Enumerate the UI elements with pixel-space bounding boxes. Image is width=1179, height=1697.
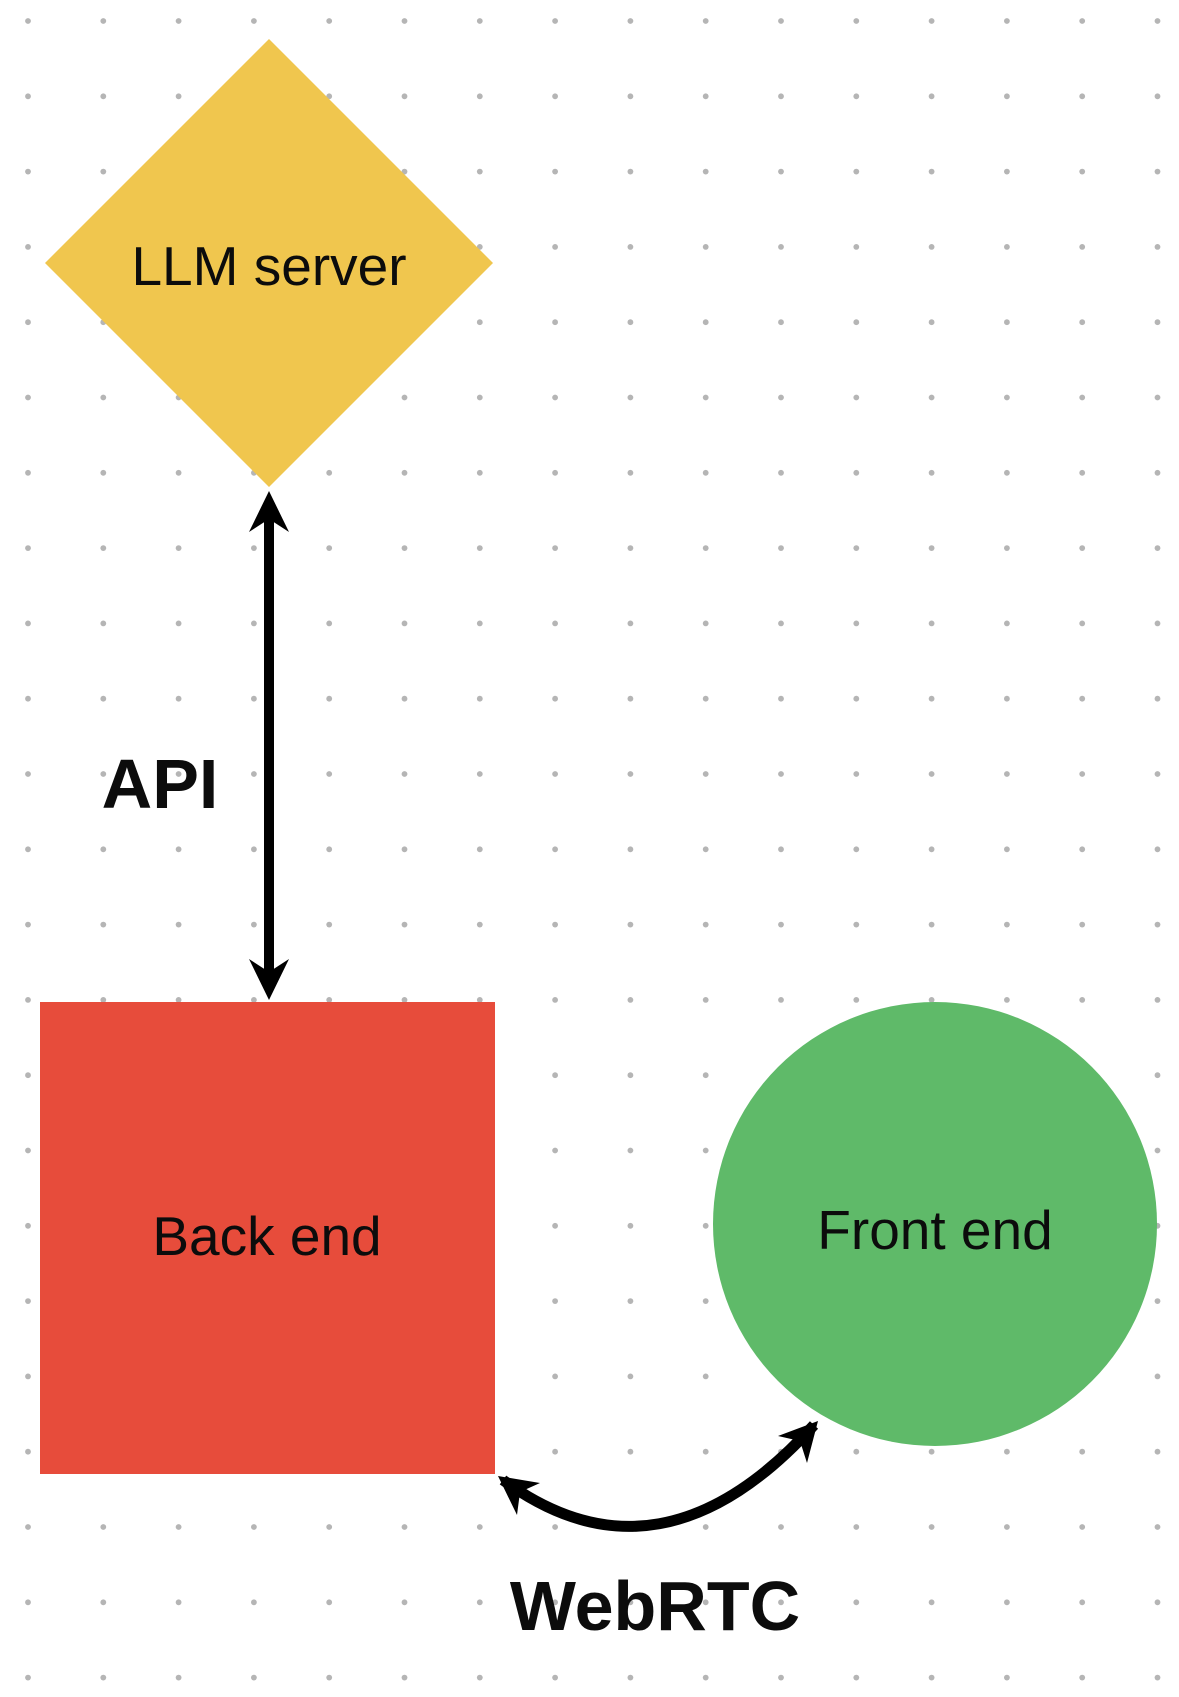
square-shape[interactable] — [40, 1002, 495, 1474]
webrtc-arrowhead-right-icon — [778, 1421, 818, 1463]
api-label[interactable]: API — [102, 745, 219, 823]
node-back-end[interactable]: Back end — [40, 1002, 495, 1474]
connector-webrtc[interactable] — [498, 1421, 819, 1532]
webrtc-arrow-curve[interactable] — [499, 1421, 819, 1532]
node-front-end[interactable]: Front end — [713, 1002, 1157, 1446]
node-front-end-label: Front end — [817, 1199, 1052, 1261]
circle-shape[interactable] — [713, 1002, 1157, 1446]
api-arrowhead-down-icon — [249, 959, 289, 1000]
node-back-end-label: Back end — [152, 1205, 381, 1267]
node-llm-server-label: LLM server — [131, 235, 406, 297]
node-llm-server[interactable]: LLM server — [45, 39, 493, 487]
api-arrowhead-up-icon — [249, 491, 289, 532]
diamond-shape[interactable] — [45, 39, 493, 487]
webrtc-arrowhead-left-icon — [498, 1476, 540, 1515]
webrtc-label[interactable]: WebRTC — [510, 1567, 800, 1645]
connector-api[interactable] — [249, 491, 289, 1000]
